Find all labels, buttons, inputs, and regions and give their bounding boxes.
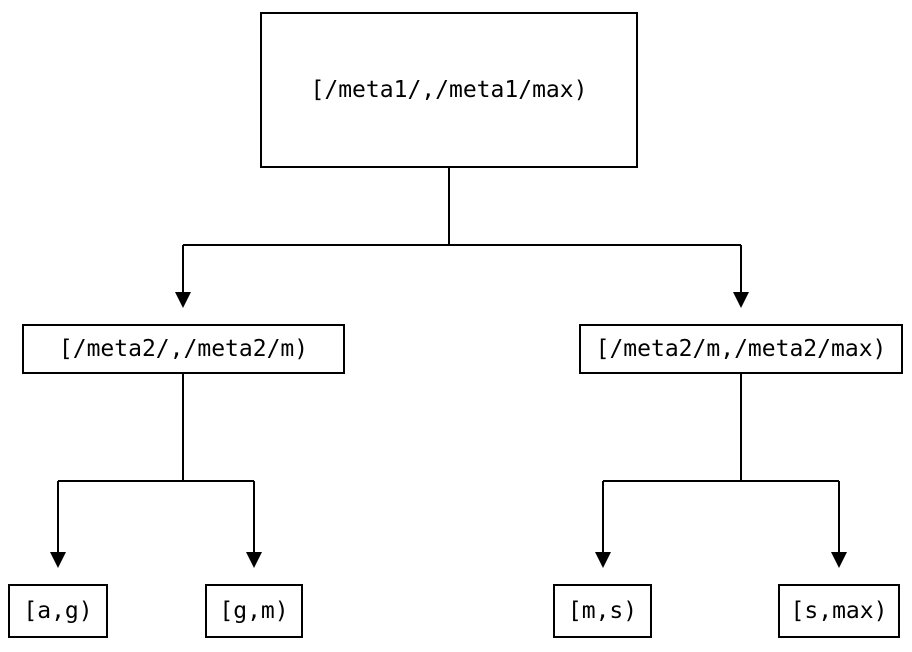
node-meta2-upper-range: [/meta2/m,/meta2/max) bbox=[579, 324, 903, 374]
node-leaf-s-max: [s,max) bbox=[778, 584, 900, 638]
arrowhead-down-icon bbox=[246, 552, 262, 568]
node-leaf-a-g: [a,g) bbox=[8, 584, 108, 638]
arrowhead-down-icon bbox=[733, 292, 749, 308]
node-leaf-g-m: [g,m) bbox=[205, 584, 303, 638]
arrowhead-down-icon bbox=[50, 552, 66, 568]
edge-right-node-to-leaves bbox=[602, 374, 840, 554]
arrowhead-down-icon bbox=[831, 552, 847, 568]
node-meta2-lower-range: [/meta2/,/meta2/m) bbox=[22, 324, 345, 374]
node-leaf-m-s: [m,s) bbox=[553, 584, 652, 638]
node-root-meta1-range: [/meta1/,/meta1/max) bbox=[260, 12, 638, 168]
edge-left-node-to-leaves bbox=[57, 374, 255, 554]
arrowhead-down-icon bbox=[175, 292, 191, 308]
edge-root-to-children bbox=[182, 168, 742, 294]
arrowhead-down-icon bbox=[595, 552, 611, 568]
